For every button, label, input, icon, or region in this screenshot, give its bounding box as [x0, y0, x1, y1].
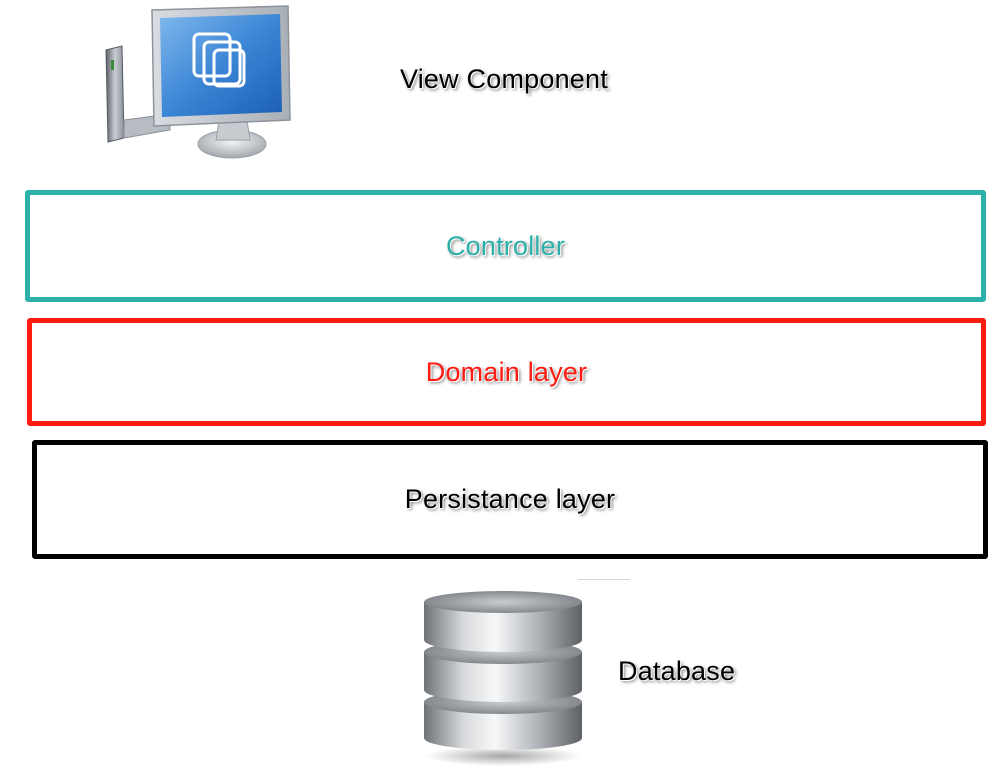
database-label: Database: [618, 656, 736, 686]
persistence-layer-label: Persistance layer: [404, 484, 616, 514]
persistence-layer-box: Persistance layer: [32, 440, 988, 559]
database-caption-speck: [578, 579, 630, 580]
monitor-icon: [105, 5, 291, 159]
view-component-label: View Component: [400, 64, 608, 94]
domain-layer-box: Domain layer: [27, 318, 986, 426]
controller-layer-box: Controller: [25, 190, 986, 302]
database-icon: [424, 591, 582, 766]
domain-layer-label: Domain layer: [425, 356, 588, 387]
controller-label: Controller: [445, 230, 566, 261]
